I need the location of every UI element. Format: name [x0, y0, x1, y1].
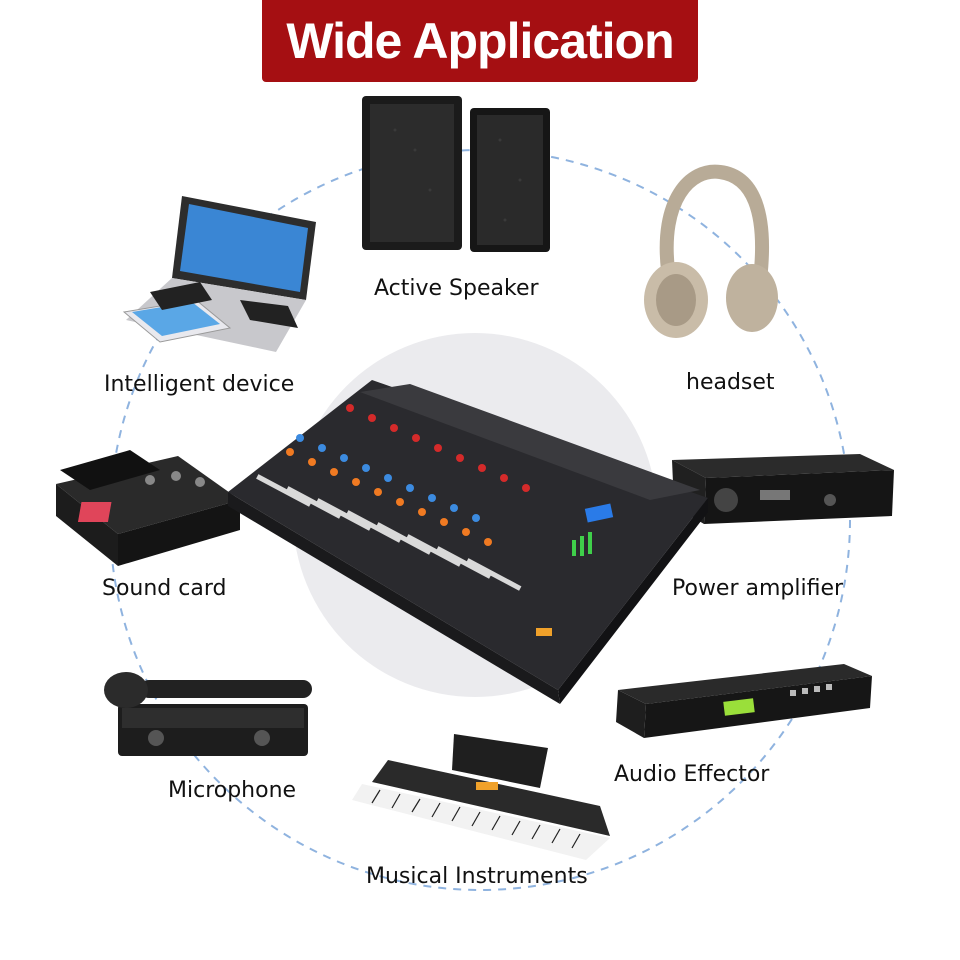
label-sound-card: Sound card — [102, 576, 227, 601]
label-musical-instruments: Musical Instruments — [366, 864, 588, 889]
sound-card-icon — [56, 450, 240, 566]
label-audio-effector: Audio Effector — [614, 762, 770, 787]
speaker-icon — [362, 96, 550, 252]
label-microphone: Microphone — [168, 778, 297, 803]
label-power-amplifier: Power amplifier — [672, 576, 844, 601]
page-title: Wide Application — [286, 13, 674, 69]
keyboard-instrument-icon — [352, 734, 610, 860]
label-headset: headset — [686, 370, 775, 395]
label-intelligent-device: Intelligent device — [104, 372, 295, 397]
title-banner: Wide Application — [262, 0, 698, 82]
laptop-tablet-phone-icon — [122, 196, 316, 352]
audio-effector-icon — [616, 664, 872, 738]
headphones-icon — [644, 164, 778, 338]
label-active-speaker: Active Speaker — [374, 276, 539, 301]
wireless-microphone-icon — [104, 672, 312, 756]
audio-mixer-icon — [228, 380, 708, 704]
